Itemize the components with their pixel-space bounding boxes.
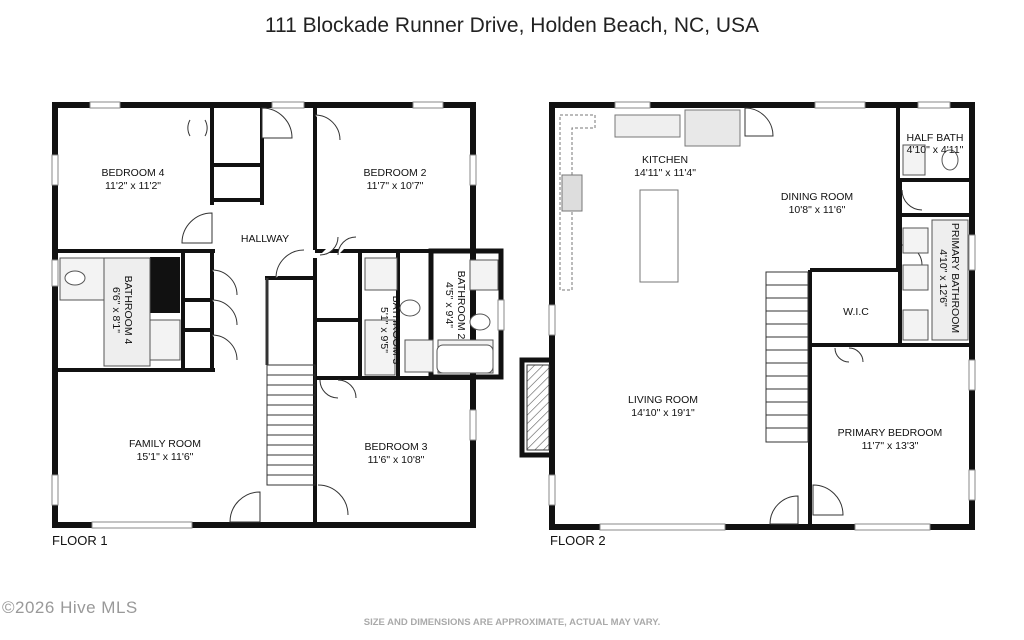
family-room-dims: 15'1" x 11'6" bbox=[137, 451, 194, 463]
bathroom-4-name: BATHROOM 4 bbox=[122, 276, 134, 345]
dining-room-name: DINING ROOM bbox=[781, 191, 853, 203]
floor-1-staircase bbox=[265, 278, 316, 486]
floor-1-doors bbox=[119, 107, 357, 523]
floor-1-label: FLOOR 1 bbox=[52, 533, 108, 548]
fireplace bbox=[526, 364, 550, 451]
primary-bathroom-dims: 4'10" x 12'6" bbox=[937, 249, 949, 307]
bathroom-4-dims: 6'6" x 8'1" bbox=[110, 287, 122, 333]
bedroom-3-name: BEDROOM 3 bbox=[364, 441, 427, 453]
plan-title: 111 Blockade Runner Drive, Holden Beach,… bbox=[264, 14, 760, 37]
closet-block bbox=[150, 257, 180, 313]
hallway-name: HALLWAY bbox=[241, 233, 289, 245]
floor-1-interior-walls bbox=[55, 105, 473, 525]
bedroom-4-dims: 11'2" x 11'2" bbox=[105, 180, 161, 192]
floor-2-staircase bbox=[765, 271, 809, 443]
bathroom-2-dims: 4'5" x 9'4" bbox=[443, 282, 455, 328]
kitchen-counters bbox=[559, 109, 741, 291]
floor-1-fixtures bbox=[59, 257, 499, 376]
bathroom-3-name: BATHROOM 3 bbox=[390, 296, 402, 365]
bathroom-3-dims: 5'1" x 9'5" bbox=[378, 307, 390, 353]
floor-1-windows bbox=[51, 101, 505, 529]
floor-2-label: FLOOR 2 bbox=[550, 533, 606, 548]
living-room-dims: 14'10" x 19'1" bbox=[631, 407, 695, 419]
disclaimer-text: SIZE AND DIMENSIONS ARE APPROXIMATE, ACT… bbox=[363, 617, 661, 628]
half-bath-name: HALF BATH bbox=[907, 132, 964, 144]
copyright-watermark: ©2026 Hive MLS bbox=[2, 598, 138, 617]
living-room-name: LIVING ROOM bbox=[628, 394, 698, 406]
primary-bedroom-dims: 11'7" x 13'3" bbox=[862, 440, 919, 452]
dining-room-dims: 10'8" x 11'6" bbox=[789, 204, 846, 216]
floor-2-interior-walls bbox=[808, 105, 972, 527]
floor-2-fixtures bbox=[902, 144, 969, 341]
family-room-name: FAMILY ROOM bbox=[129, 438, 201, 450]
floor-2: KITCHEN 14'11" x 11'4" HALF BATH 4'10" x… bbox=[519, 101, 976, 548]
primary-bathroom-name: PRIMARY BATHROOM bbox=[949, 223, 961, 333]
primary-bedroom-name: PRIMARY BEDROOM bbox=[838, 427, 943, 439]
floor-2-windows bbox=[548, 101, 976, 531]
wic-name: W.I.C bbox=[843, 306, 869, 318]
kitchen-dims: 14'11" x 11'4" bbox=[634, 167, 696, 179]
bedroom-4-name: BEDROOM 4 bbox=[101, 167, 164, 179]
bedroom-2-dims: 11'7" x 10'7" bbox=[367, 180, 424, 192]
floor-1: BEDROOM 4 11'2" x 11'2" BEDROOM 2 11'7" … bbox=[51, 101, 505, 548]
kitchen-name: KITCHEN bbox=[642, 154, 688, 166]
bathroom-2-name: BATHROOM 2 bbox=[455, 271, 467, 340]
floor-2-doors bbox=[744, 107, 923, 525]
bedroom-2-name: BEDROOM 2 bbox=[363, 167, 426, 179]
fireplace-wall bbox=[519, 357, 555, 458]
bedroom-3-dims: 11'6" x 10'8" bbox=[368, 454, 425, 466]
half-bath-dims: 4'10" x 4'11" bbox=[907, 144, 964, 156]
